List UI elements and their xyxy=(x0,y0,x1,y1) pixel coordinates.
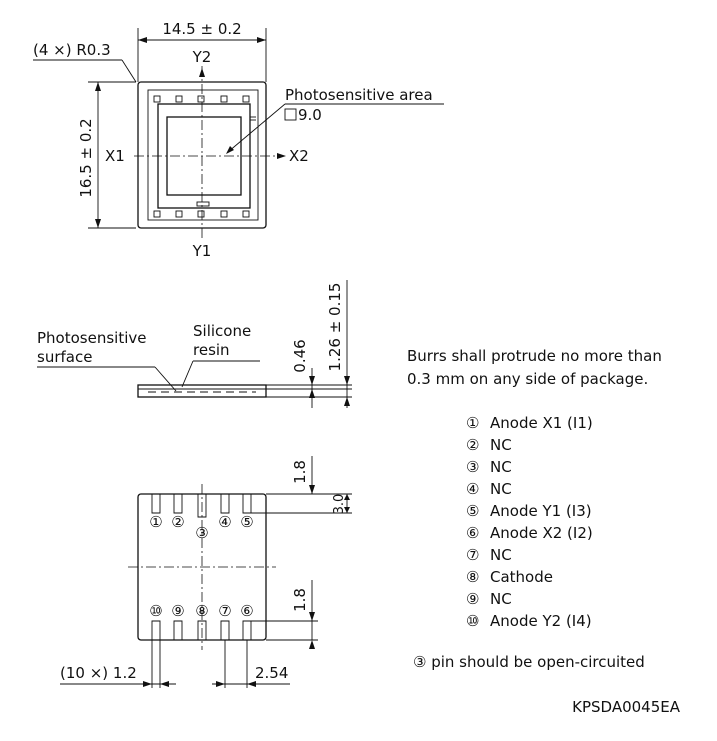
total-thickness-dimension: 1.26 ± 0.15 xyxy=(326,283,344,372)
photosensitive-area-label: Photosensitive area xyxy=(285,86,433,104)
side-view: 0.46 1.26 ± 0.15 Photosensitive surface … xyxy=(37,280,352,408)
silicone-resin-label-line1: Silicone xyxy=(193,322,251,340)
pad-number: ⑩ xyxy=(149,602,162,620)
burrs-note-line2: 0.3 mm on any side of package. xyxy=(407,370,648,388)
pin-list: ① Anode X1 (I1) ② NC ③ NC ④ NC ⑤ Anode Y… xyxy=(466,414,593,630)
pin-number: ⑦ xyxy=(466,546,479,564)
pin-number: ③ xyxy=(466,458,479,476)
photosensitive-surface-label-line1: Photosensitive xyxy=(37,329,146,347)
pin-name: Cathode xyxy=(490,568,553,586)
pin-number: ④ xyxy=(466,480,479,498)
pad-number: ③ xyxy=(195,524,208,542)
pad-edge-dimension-bottom: 1.8 xyxy=(291,588,309,612)
pin-name: NC xyxy=(490,458,512,476)
side-view-body xyxy=(137,384,267,398)
photosensitive-area-size: 9.0 xyxy=(298,106,322,124)
pin-name: NC xyxy=(490,590,512,608)
pin-number: ⑩ xyxy=(466,612,479,630)
pin-name: Anode X1 (I1) xyxy=(490,414,593,432)
frame-outer xyxy=(147,89,259,221)
pin3-note: ③ pin should be open-circuited xyxy=(413,653,645,671)
burrs-note-line1: Burrs shall protrude no more than xyxy=(407,347,662,365)
pad-number: ⑦ xyxy=(218,602,231,620)
pin-name: NC xyxy=(490,546,512,564)
pin-number: ⑧ xyxy=(466,568,479,586)
width-dimension: 14.5 ± 0.2 xyxy=(162,20,241,38)
height-dimension: 16.5 ± 0.2 xyxy=(77,118,95,197)
corner-radius-label: (4 ×) R0.3 xyxy=(33,41,111,59)
pad-number: ② xyxy=(171,513,184,531)
pin-name: Anode Y2 (I4) xyxy=(490,612,592,630)
pin-number: ② xyxy=(466,436,479,454)
top-view: 14.5 ± 0.2 (4 ×) R0.3 16.5 ± 0.2 xyxy=(33,20,444,260)
axis-y2-label: Y2 xyxy=(192,48,212,66)
pad-number: ④ xyxy=(218,513,231,531)
notes: Burrs shall protrude no more than 0.3 mm… xyxy=(407,347,662,388)
silicone-resin-label-line2: resin xyxy=(193,341,230,359)
pad-number: ⑥ xyxy=(240,602,253,620)
pad-width-dimension: (10 ×) 1.2 xyxy=(60,664,137,682)
pin-name: Anode Y1 (I3) xyxy=(490,502,592,520)
pitch-dimension: 2.54 xyxy=(255,664,288,682)
bottom-view-bottom-pads xyxy=(151,620,252,640)
pin-name: NC xyxy=(490,436,512,454)
axis-y1-label: Y1 xyxy=(192,242,212,260)
bottom-view-top-pads xyxy=(151,494,252,518)
resin-thickness-dimension: 0.46 xyxy=(291,339,309,372)
pin-number: ⑤ xyxy=(466,502,479,520)
axis-x1-label: X1 xyxy=(105,147,125,165)
drawing-code: KPSDA0045EA xyxy=(572,698,681,716)
pin-name: NC xyxy=(490,480,512,498)
pad-number: ⑧ xyxy=(195,602,208,620)
bottom-view: ① ② ③ ④ ⑤ ⑩ ⑨ ⑧ ⑦ ⑥ 1.8 3.0 1.8 (10 ×) 1… xyxy=(60,456,352,688)
pad-edge-dimension-top: 1.8 xyxy=(291,460,309,484)
pad-number: ⑨ xyxy=(171,602,184,620)
pin-number: ① xyxy=(466,414,479,432)
axis-x2-label: X2 xyxy=(289,147,309,165)
top-view-pads xyxy=(153,95,250,218)
pad-length-dimension: 3.0 xyxy=(332,494,347,515)
pad-number: ① xyxy=(149,513,162,531)
photosensitive-surface-label-line2: surface xyxy=(37,348,92,366)
pad-number: ⑤ xyxy=(240,513,253,531)
pin-name: Anode X2 (I2) xyxy=(490,524,593,542)
pin-number: ⑥ xyxy=(466,524,479,542)
pin-number: ⑨ xyxy=(466,590,479,608)
